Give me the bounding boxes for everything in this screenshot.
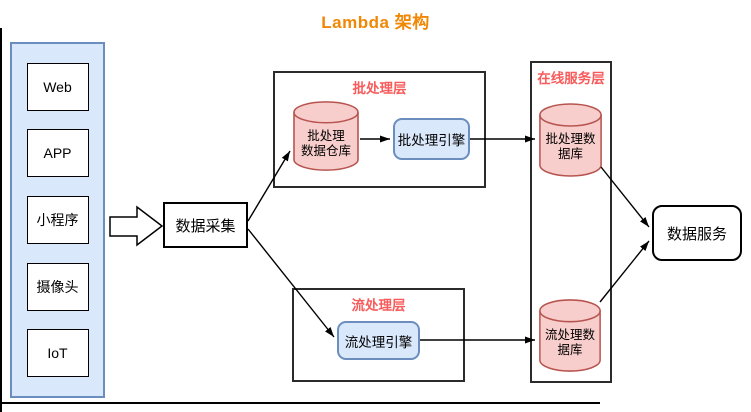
online-service-layer-label: 在线服务层 [537,71,605,86]
stream-db-cylinder: 流处理数 据库 [538,298,602,373]
canvas-border-bottom [0,402,600,404]
batch-engine-node: 批处理引擎 [393,118,470,160]
database-cylinder-icon [293,101,359,171]
source-box-miniapp: 小程序 [26,195,89,244]
batch-db-cylinder: 批处理数 据库 [538,102,603,178]
data-service-node: 数据服务 [652,205,742,261]
data-collection-node: 数据采集 [163,202,248,248]
stream-engine-node: 流处理引擎 [337,321,420,360]
stream-db-label: 流处理数 据库 [544,328,595,357]
batch-warehouse-cylinder: 批处理 数据仓库 [292,100,360,172]
stream-layer-label: 流处理层 [351,298,406,313]
block-arrow-sources-to-collection [109,205,164,247]
database-cylinder-icon [539,103,602,177]
source-box-camera: 摄像头 [26,262,89,311]
batch-layer-box: 批处理层 [273,71,486,188]
diagram-title: Lambda 架构 [321,13,430,32]
source-box-app: APP [26,129,89,178]
source-box-iot: IoT [26,329,89,378]
batch-layer-label: 批处理层 [352,81,407,96]
database-cylinder-icon [539,299,601,372]
source-box-web: Web [26,62,89,111]
batch-db-label: 批处理数 据库 [545,132,596,162]
canvas-border-left [0,28,2,412]
data-sources-panel: Web APP 小程序 摄像头 IoT [10,42,105,398]
batch-warehouse-label: 批处理 数据仓库 [300,128,351,158]
